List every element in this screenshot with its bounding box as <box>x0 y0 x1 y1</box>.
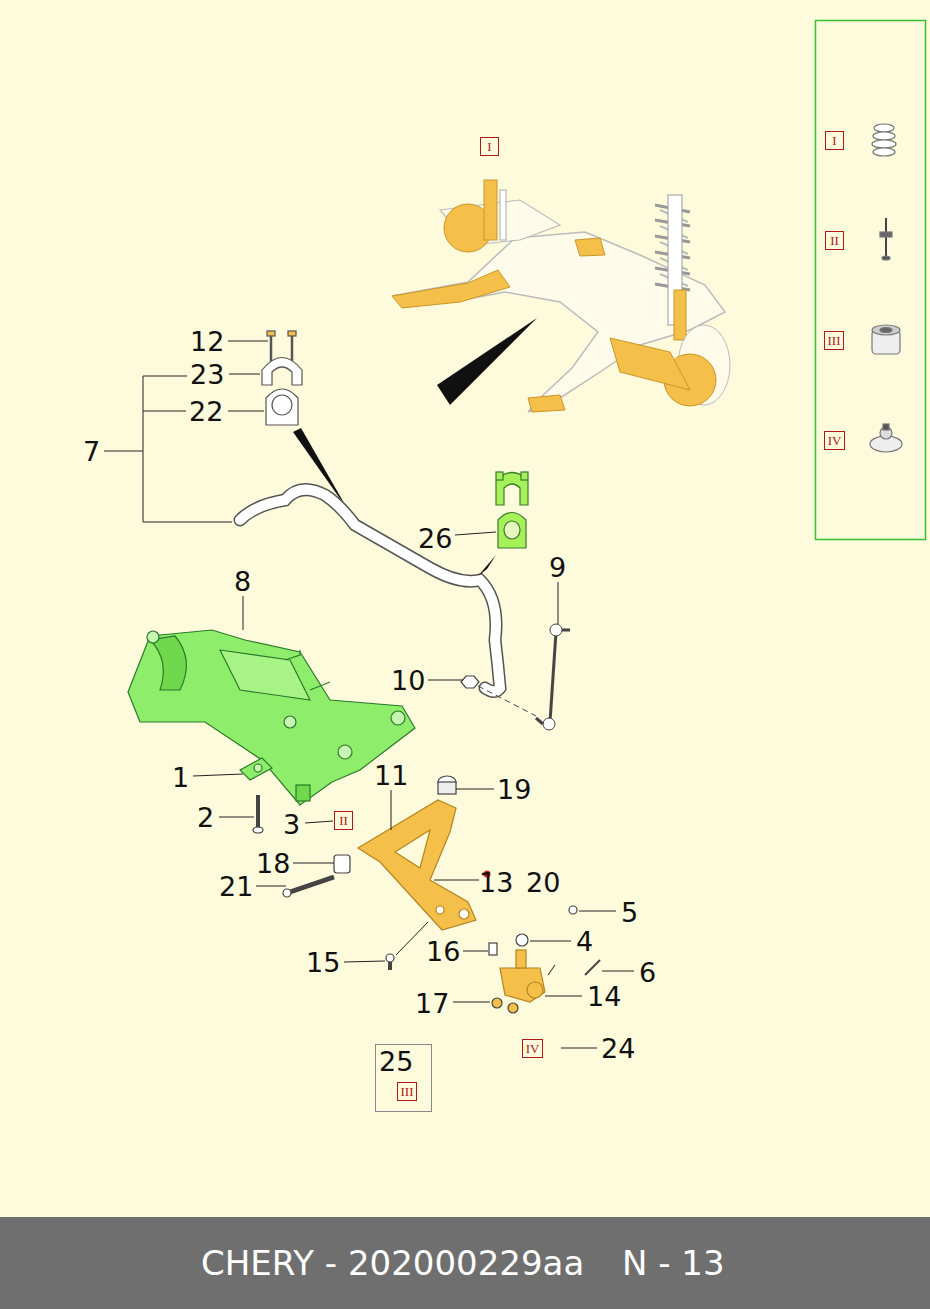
subframe <box>128 630 415 805</box>
roman-numeral: II <box>830 234 839 247</box>
callout-number: 18 <box>256 850 290 877</box>
roman-numeral-box: III <box>824 331 844 350</box>
roman-numeral-box: II <box>334 811 353 830</box>
ball-joint <box>500 950 545 1002</box>
callout-number: 9 <box>549 554 566 581</box>
callout-number: 25 <box>379 1048 413 1075</box>
leader-lines <box>104 341 634 1048</box>
roman-numeral: III <box>401 1085 414 1098</box>
callout-number: 21 <box>219 873 253 900</box>
callout-number: 12 <box>190 328 224 355</box>
callout-number: 5 <box>621 899 638 926</box>
callout-number: 11 <box>374 762 408 789</box>
panel-icons <box>870 124 902 452</box>
callout-number: 15 <box>306 949 340 976</box>
callout-number: 24 <box>601 1035 635 1062</box>
callout-number: 23 <box>190 361 224 388</box>
callout-number: 22 <box>189 398 223 425</box>
roman-numeral-box: II <box>825 231 844 250</box>
reference-box: 25III <box>375 1044 432 1112</box>
roman-numeral: IV <box>828 434 842 447</box>
footer-text: CHERY - 202000229aa <box>201 1246 584 1280</box>
roman-numeral-box: IV <box>824 431 845 450</box>
footer-band: CHERY - 202000229aa N - 13 <box>0 1217 930 1309</box>
callout-number: 19 <box>497 776 531 803</box>
roman-numeral: IV <box>526 1042 540 1055</box>
callout-number: 16 <box>426 938 460 965</box>
callout-number: 6 <box>639 959 656 986</box>
callout-number: 4 <box>576 928 593 955</box>
roman-numeral-box: IV <box>522 1039 543 1058</box>
bar-bracket <box>496 472 528 548</box>
callout-number: 7 <box>83 438 100 465</box>
roman-numeral: II <box>339 814 348 827</box>
suspension-overview <box>392 180 730 412</box>
roman-numeral: III <box>828 334 841 347</box>
callout-number: 14 <box>587 983 621 1010</box>
roman-numeral: I <box>832 134 836 147</box>
callout-number: 1 <box>172 764 189 791</box>
callout-number: 2 <box>197 804 214 831</box>
callout-number: 26 <box>418 525 452 552</box>
control-arm <box>358 800 491 930</box>
callout-number: 17 <box>415 990 449 1017</box>
roman-numeral-box: III <box>397 1082 417 1101</box>
callout-number: 3 <box>283 811 300 838</box>
callout-number: 8 <box>234 568 251 595</box>
roman-numeral-box: I <box>825 131 844 150</box>
stabilizer-link <box>461 624 570 730</box>
callout-number: 10 <box>391 667 425 694</box>
callout-number: 20 <box>526 869 560 896</box>
footer-text: N - 13 <box>622 1246 725 1280</box>
roman-numeral: I <box>487 140 491 153</box>
fasteners <box>253 776 600 1013</box>
callout-number: 13 <box>479 869 513 896</box>
symbol-panel <box>816 21 926 540</box>
roman-numeral-box: I <box>480 137 499 156</box>
